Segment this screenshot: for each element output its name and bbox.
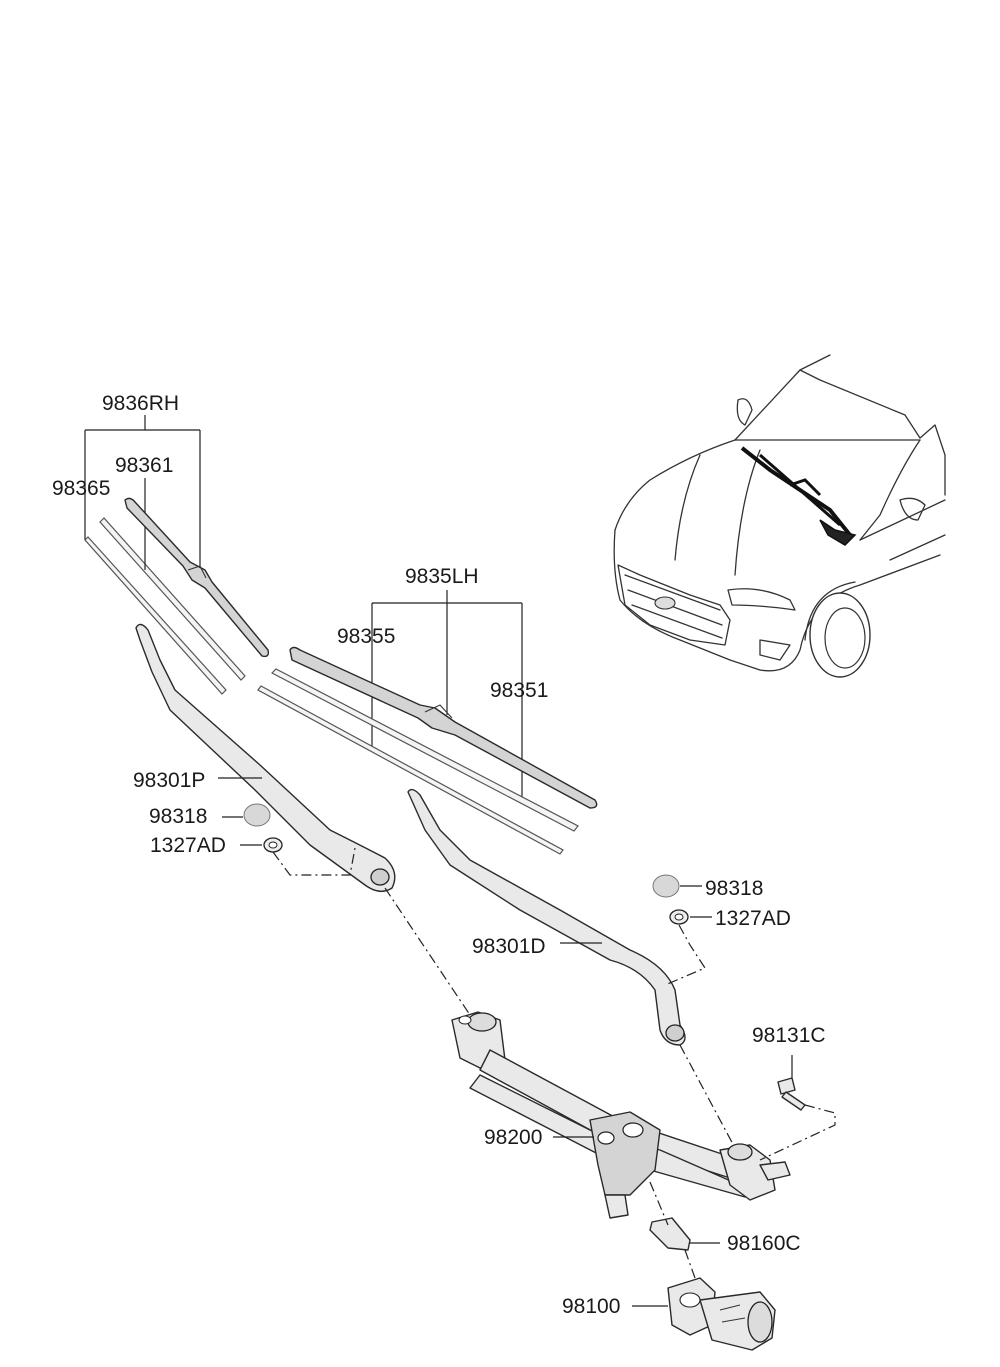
lh-refill-strip[interactable] (257, 685, 564, 855)
rh-refill-strip[interactable] (84, 536, 227, 695)
bolt[interactable] (777, 1077, 806, 1111)
label-98100[interactable]: 98100 (562, 1295, 621, 1318)
wiper-linkage[interactable] (451, 1011, 791, 1219)
rh-wiper-blade[interactable] (124, 497, 270, 658)
label-1327ad-right[interactable]: 1327AD (715, 907, 791, 930)
label-98361[interactable]: 98361 (115, 454, 174, 477)
label-9835lh[interactable]: 9835LH (405, 565, 479, 588)
lh-blade-strip[interactable] (270, 668, 579, 832)
nut-right[interactable] (669, 909, 689, 925)
label-98160c[interactable]: 98160C (727, 1232, 801, 1255)
label-98365[interactable]: 98365 (52, 477, 111, 500)
passenger-wiper-arm[interactable] (135, 623, 396, 893)
wiper-motor[interactable] (667, 1277, 776, 1351)
label-98318-right[interactable]: 98318 (705, 877, 764, 900)
label-98351[interactable]: 98351 (490, 679, 549, 702)
cap-left[interactable] (243, 803, 271, 827)
rh-blade-strip[interactable] (99, 517, 246, 681)
driver-wiper-arm[interactable] (407, 788, 686, 1046)
label-98318-left[interactable]: 98318 (149, 805, 208, 828)
label-98301d[interactable]: 98301D (472, 935, 546, 958)
label-9836rh[interactable]: 9836RH (102, 392, 180, 415)
vehicle-overview (613, 354, 946, 678)
nut-left[interactable] (263, 837, 283, 853)
label-98131c[interactable]: 98131C (752, 1024, 826, 1047)
motor-bracket[interactable] (649, 1217, 691, 1251)
label-1327ad-left[interactable]: 1327AD (150, 834, 226, 857)
label-98355[interactable]: 98355 (337, 625, 396, 648)
lh-wiper-blade[interactable] (289, 646, 598, 809)
label-98200[interactable]: 98200 (484, 1126, 543, 1149)
label-98301p[interactable]: 98301P (133, 769, 206, 792)
cap-right[interactable] (652, 874, 680, 898)
